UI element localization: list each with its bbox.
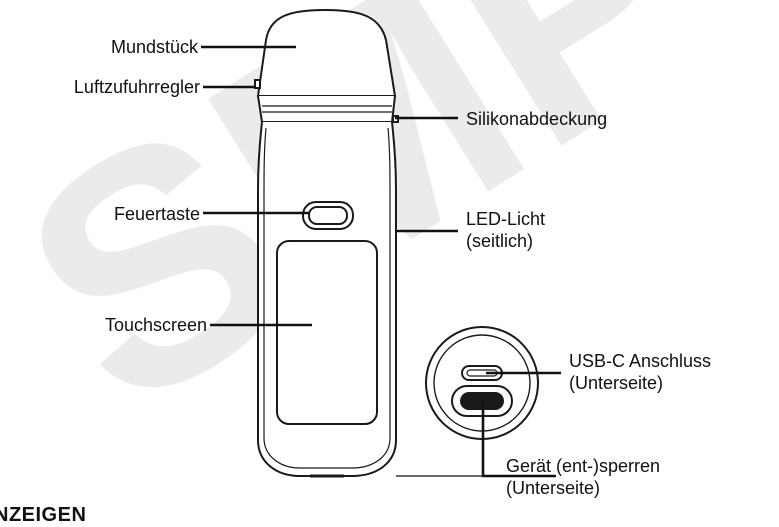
label-silicone-cover: Silikonabdeckung (466, 109, 608, 129)
label-usb: USB-C Anschluss (Unterseite) (569, 350, 711, 394)
collar-shape (257, 95, 396, 123)
label-usb-line1: USB-C Anschluss (569, 351, 712, 371)
label-airflow: Luftzufuhrregler (73, 77, 200, 97)
airflow-slider-shape (254, 79, 261, 89)
leader-lines (201, 45, 561, 478)
device-body (254, 8, 399, 478)
label-fire-button: Feuertaste (113, 204, 200, 224)
usb-inset (425, 326, 539, 440)
label-touchscreen: Touchscreen (104, 315, 207, 335)
touchscreen-shape (276, 240, 378, 425)
label-usb-line2: (Unterseite) (569, 373, 664, 393)
label-led: LED-Licht (seitlich) (466, 208, 545, 252)
label-lock-line1: Gerät (ent-)sperren (506, 456, 661, 476)
label-mouthpiece: Mundstück (110, 37, 198, 57)
fire-button-shape (302, 201, 354, 230)
label-lock-line2: (Unterseite) (506, 478, 601, 498)
mouthpiece-shape (256, 8, 397, 97)
section-heading-fragment: NZEIGEN (0, 504, 87, 526)
label-led-line1: LED-Licht (466, 209, 546, 229)
label-led-line2: (seitlich) (466, 231, 534, 251)
label-lock: Gerät (ent-)sperren (Unterseite) (506, 455, 660, 499)
